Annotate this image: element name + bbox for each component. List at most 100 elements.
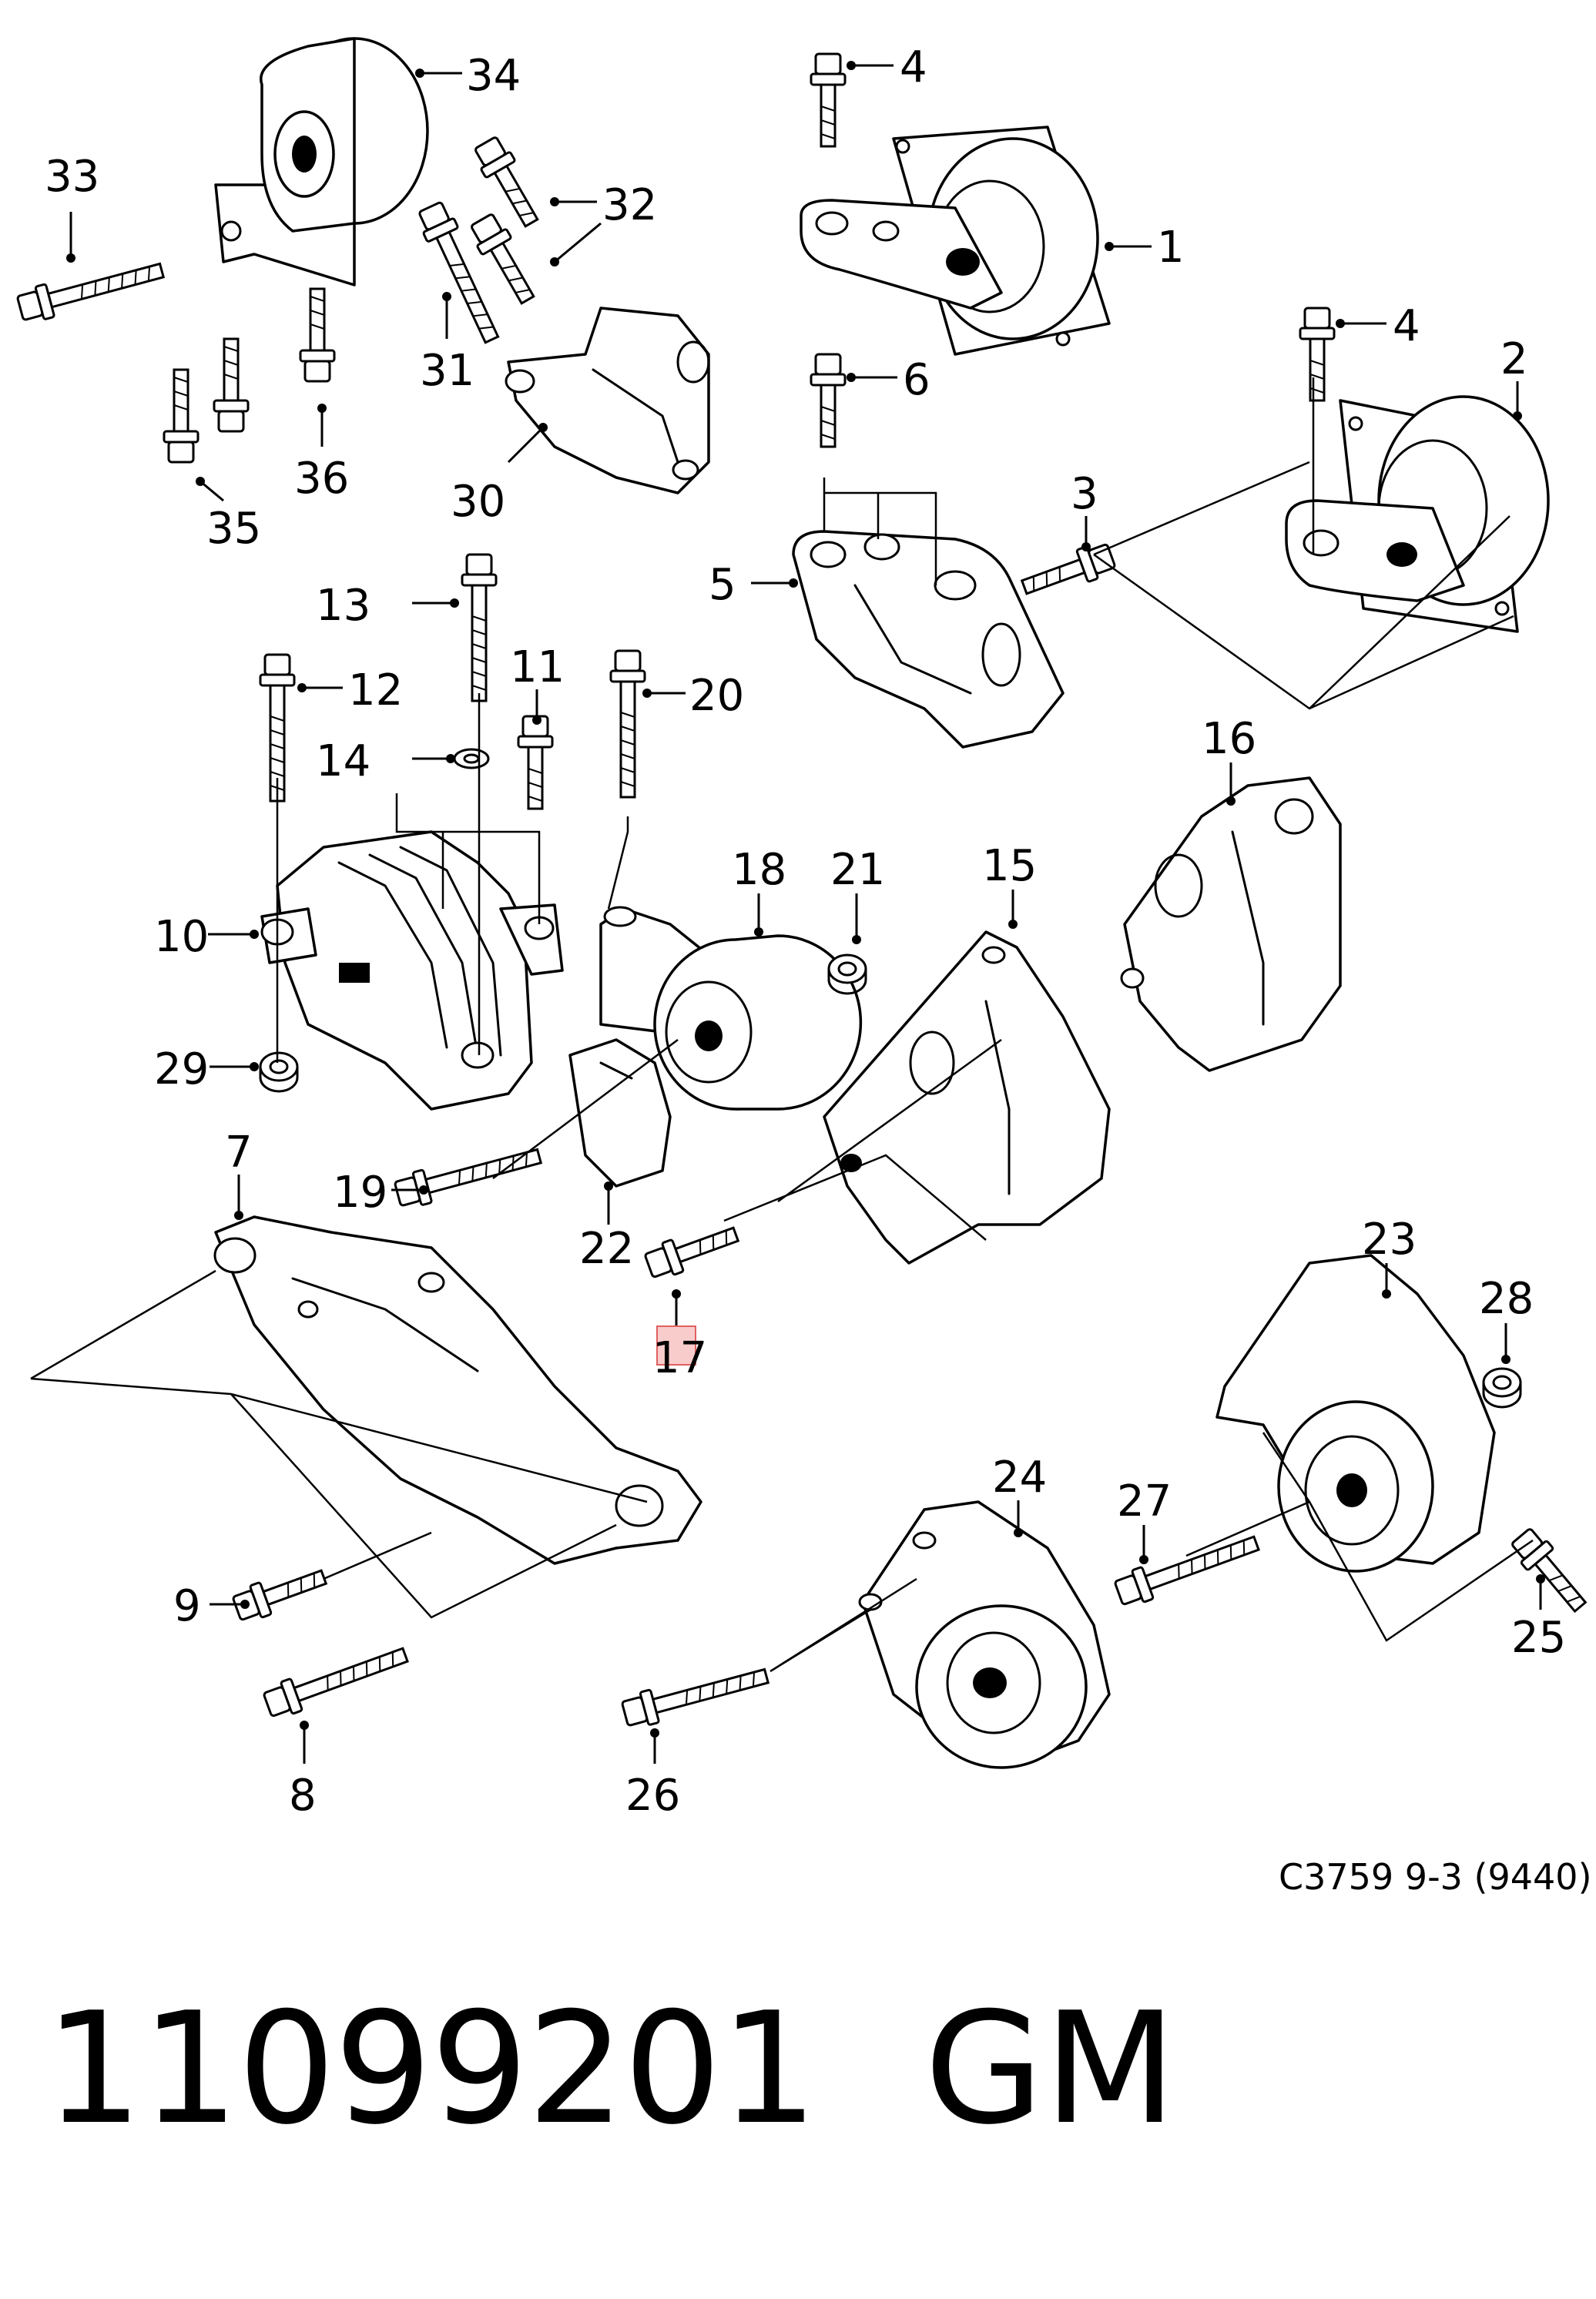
part-1-engine-mount xyxy=(800,126,1111,356)
svg-text:27: 27 xyxy=(1117,1476,1172,1527)
part-16-bracket xyxy=(1120,776,1342,1072)
part-9-bolt xyxy=(230,1560,331,1626)
callout-9: 9 xyxy=(173,1581,250,1631)
callout-12: 12 xyxy=(297,665,403,716)
svg-text:18: 18 xyxy=(732,845,786,895)
callout-13: 13 xyxy=(316,581,459,631)
svg-text:6: 6 xyxy=(903,355,930,405)
part-18-bushing-mount xyxy=(599,906,863,1111)
part-14-washer xyxy=(453,748,490,769)
part-30-bracket xyxy=(505,307,710,494)
svg-text:21: 21 xyxy=(830,845,885,895)
part-29-nut xyxy=(259,1051,299,1093)
callout-5: 5 xyxy=(709,560,798,610)
part-35b-bolt xyxy=(213,337,250,433)
part-7-lower-bracket xyxy=(213,1215,702,1565)
part-28-nut xyxy=(1482,1367,1522,1409)
svg-text:28: 28 xyxy=(1479,1274,1534,1324)
callout-35: 35 xyxy=(196,477,261,554)
callout-25: 25 xyxy=(1511,1574,1566,1663)
svg-text:8: 8 xyxy=(289,1771,317,1821)
part-4b-bolt xyxy=(1299,307,1336,402)
callout-29: 29 xyxy=(154,1044,259,1094)
callout-2: 2 xyxy=(1500,334,1528,421)
callout-15: 15 xyxy=(982,841,1037,929)
callout-23: 23 xyxy=(1362,1215,1417,1299)
svg-text:15: 15 xyxy=(982,841,1037,891)
diagram-reference-code: C3759 9-3 (9440) xyxy=(1279,1856,1592,1898)
svg-text:5: 5 xyxy=(709,560,736,610)
callout-6: 6 xyxy=(847,355,930,405)
svg-text:7: 7 xyxy=(225,1128,253,1178)
svg-text:26: 26 xyxy=(625,1771,680,1821)
callout-34: 34 xyxy=(415,51,521,101)
part-17-bolt xyxy=(642,1217,743,1283)
callout-4b: 4 xyxy=(1336,301,1420,351)
callout-32: 32 xyxy=(550,180,657,266)
svg-text:34: 34 xyxy=(466,51,521,101)
part-22-shield xyxy=(568,1038,672,1188)
svg-text:22: 22 xyxy=(579,1224,634,1274)
part-8-bolt xyxy=(260,1637,412,1722)
callout-7: 7 xyxy=(225,1128,253,1220)
callout-4a: 4 xyxy=(847,42,927,92)
svg-text:9: 9 xyxy=(173,1581,201,1631)
svg-text:31: 31 xyxy=(420,346,474,396)
brand-name: GM xyxy=(924,1979,1177,2159)
part-34-torque-mount xyxy=(214,37,429,287)
part-11-bolt xyxy=(517,715,554,810)
part-32a-bolt xyxy=(469,132,548,233)
svg-text:1: 1 xyxy=(1157,223,1185,273)
svg-text:35: 35 xyxy=(206,504,261,554)
part-10-mount-bracket xyxy=(260,830,564,1111)
svg-text:10: 10 xyxy=(154,912,209,962)
callout-19: 19 xyxy=(333,1168,428,1218)
svg-text:3: 3 xyxy=(1071,469,1098,519)
svg-text:19: 19 xyxy=(333,1168,387,1218)
part-number: 11099201 xyxy=(45,1979,818,2159)
part-23-engine-mount xyxy=(1215,1254,1496,1573)
part-20-bolt xyxy=(609,649,646,799)
callout-14: 14 xyxy=(316,736,455,786)
svg-text:25: 25 xyxy=(1511,1613,1566,1663)
callout-10: 10 xyxy=(154,912,259,962)
callout-28: 28 xyxy=(1479,1274,1534,1364)
svg-text:17: 17 xyxy=(652,1333,707,1383)
part-36-bolt xyxy=(299,287,336,383)
svg-text:4: 4 xyxy=(1393,301,1420,351)
svg-text:23: 23 xyxy=(1362,1215,1417,1265)
part-6-bolt xyxy=(810,353,847,448)
svg-text:11: 11 xyxy=(510,642,565,692)
svg-text:36: 36 xyxy=(294,454,349,504)
part-2-engine-mount xyxy=(1285,395,1550,633)
callout-3: 3 xyxy=(1071,469,1098,551)
part-24-engine-mount xyxy=(858,1500,1111,1769)
part-27-bolt xyxy=(1112,1526,1263,1610)
svg-text:29: 29 xyxy=(154,1044,209,1094)
part-13-bolt xyxy=(461,553,498,702)
svg-text:2: 2 xyxy=(1500,334,1528,384)
callout-26: 26 xyxy=(625,1728,680,1821)
callout-24: 24 xyxy=(992,1453,1047,1537)
svg-text:14: 14 xyxy=(316,736,370,786)
callout-16: 16 xyxy=(1202,714,1256,806)
part-35a-bolt xyxy=(163,368,200,464)
callout-17: 17 xyxy=(652,1289,707,1383)
part-19-bolt xyxy=(392,1138,545,1212)
callout-20: 20 xyxy=(642,671,744,721)
part-15-bracket xyxy=(823,930,1111,1265)
svg-text:16: 16 xyxy=(1202,714,1256,764)
callout-30: 30 xyxy=(451,423,548,527)
callout-11: 11 xyxy=(510,642,565,725)
assembly-lines xyxy=(30,377,1534,1673)
part-4a-bolt xyxy=(810,52,847,148)
svg-text:32: 32 xyxy=(602,180,657,230)
part-5-bracket xyxy=(792,530,1065,749)
callout-27: 27 xyxy=(1117,1476,1172,1564)
svg-text:30: 30 xyxy=(451,477,505,527)
callout-36: 36 xyxy=(294,404,349,504)
part-33-bolt xyxy=(15,253,168,327)
callout-31: 31 xyxy=(420,292,474,396)
callout-1: 1 xyxy=(1105,223,1185,273)
